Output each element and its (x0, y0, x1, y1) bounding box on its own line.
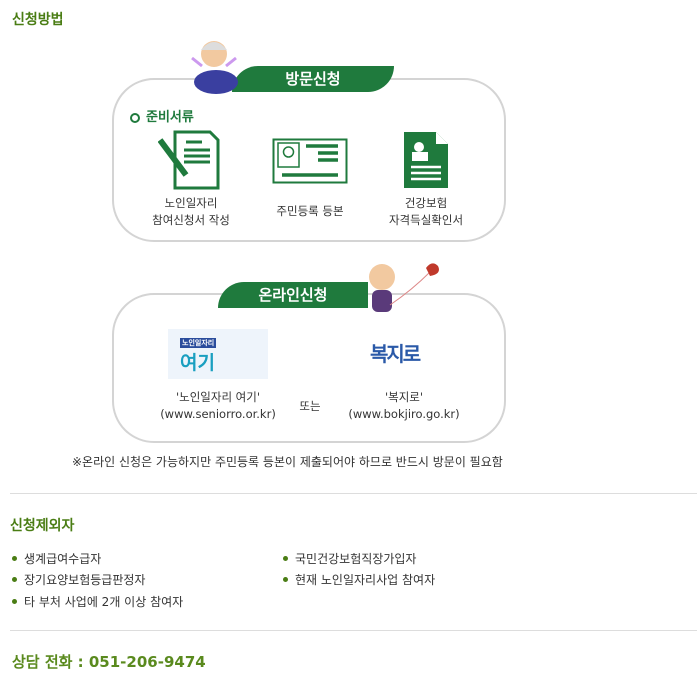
id-card-icon (272, 138, 348, 184)
exclusion-item: 장기요양보험등급판정자 (12, 571, 145, 588)
seniorro-logo[interactable]: 노인일자리 여기 (168, 329, 268, 379)
exclusion-item: 현재 노인일자리사업 참여자 (283, 571, 435, 588)
site-url[interactable]: (www.seniorro.or.kr) (160, 407, 276, 421)
doc-label-line: 건강보험 (404, 196, 448, 210)
seniorro-label: '노인일자리 여기' (www.seniorro.or.kr) (153, 389, 283, 423)
bokjiro-logo-text: 복지로 (370, 342, 421, 366)
bokjiro-logo[interactable]: 복지로 (370, 338, 421, 367)
exclusion-item: 타 부처 사업에 2개 이상 참여자 (12, 593, 183, 610)
doc-label-line: 자격득실확인서 (388, 213, 464, 227)
site-name: '복지로' (384, 390, 424, 404)
divider (10, 630, 697, 631)
doc-label-line: 참여신청서 작성 (152, 213, 230, 227)
seniorro-logo-main: 여기 (180, 352, 215, 374)
contact-phone: 상담 전화 : 051-206-9474 (12, 653, 206, 671)
grandma-character-icon (191, 41, 238, 94)
visit-apply-tab: 방문신청 (232, 66, 394, 92)
site-url[interactable]: (www.bokjiro.go.kr) (348, 407, 460, 421)
exclusion-item: 생계급여수급자 (12, 550, 101, 567)
exclusion-item: 국민건강보험직장가입자 (283, 550, 416, 567)
application-form-icon (158, 130, 220, 190)
bokjiro-label: '복지로' (www.bokjiro.go.kr) (339, 389, 469, 423)
circle-bullet-icon (130, 112, 140, 123)
docs-label: 준비서류 (130, 106, 194, 125)
seniorro-logo-top: 노인일자리 (180, 338, 217, 348)
doc-label-resident-registration: 주민등록 등본 (276, 204, 344, 218)
grandpa-balloon-character-icon (369, 263, 439, 312)
section-title-apply-method: 신청방법 (12, 12, 64, 28)
or-text: 또는 (299, 399, 321, 413)
site-name: '노인일자리 여기' (175, 390, 261, 404)
section-title-exclusions: 신청제외자 (10, 518, 75, 534)
doc-label-line: 노인일자리 (164, 196, 218, 210)
insurance-document-icon (404, 132, 448, 188)
online-apply-tab: 온라인신청 (218, 282, 368, 308)
online-note: ※온라인 신청은 가능하지만 주민등록 등본이 제출되어야 하므로 반드시 방문… (72, 455, 503, 469)
divider (10, 493, 697, 494)
docs-label-text: 준비서류 (146, 110, 194, 125)
